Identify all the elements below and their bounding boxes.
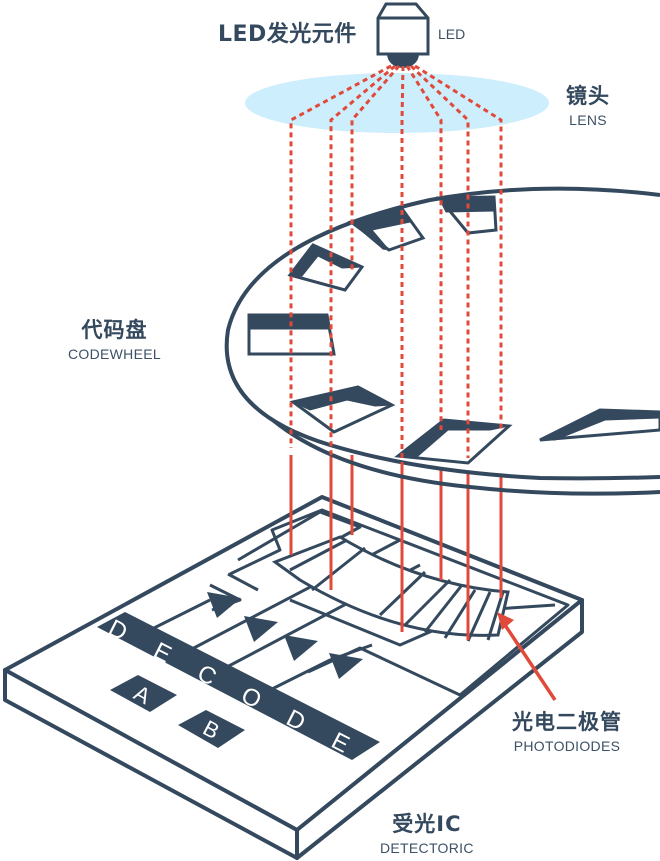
lens-label: 镜头 LENS bbox=[566, 84, 610, 128]
lens-label-zh: 镜头 bbox=[566, 84, 610, 108]
light-ray bbox=[350, 65, 401, 270]
light-ray bbox=[405, 65, 443, 430]
codewheel-label: 代码盘 CODEWHEEL bbox=[68, 318, 161, 362]
detector-ic-label: 受光IC DETECTORIC bbox=[380, 812, 474, 856]
light-rays-emitted bbox=[289, 64, 503, 495]
decoder-input-arrow bbox=[207, 592, 241, 618]
lens bbox=[245, 73, 549, 133]
photodiodes-label-zh: 光电二极管 bbox=[512, 710, 622, 734]
photodiode-segment bbox=[423, 584, 464, 633]
photodiodes-label-en: PHOTODIODES bbox=[513, 738, 621, 754]
circuit-trace bbox=[227, 572, 259, 592]
detector-ic-label-en: DETECTORIC bbox=[380, 840, 474, 856]
decoder-arrows bbox=[207, 592, 363, 679]
output-pads: A B bbox=[110, 675, 245, 748]
output-pad-a bbox=[110, 675, 177, 712]
codewheel-window bbox=[347, 208, 426, 252]
photodiodes-label: 光电二极管 PHOTODIODES bbox=[512, 710, 622, 754]
light-ray bbox=[400, 65, 405, 470]
photodiode-segment bbox=[443, 589, 477, 639]
led-subtitle: LED bbox=[438, 26, 466, 42]
output-pad-b bbox=[178, 710, 245, 748]
photodiode-segment bbox=[289, 538, 348, 572]
decoder-input-arrow bbox=[284, 635, 318, 661]
detector-ic-label-zh: 受光IC bbox=[392, 812, 462, 836]
light-ray bbox=[329, 64, 396, 495]
photodiode-segment bbox=[486, 591, 505, 641]
photodiode-segment bbox=[466, 591, 492, 642]
led-body bbox=[376, 2, 430, 56]
codewheel-window bbox=[539, 408, 660, 442]
ic-top-face bbox=[3, 495, 584, 832]
photodiode-pointer bbox=[497, 612, 557, 701]
circuit-trace bbox=[149, 598, 211, 632]
light-ray bbox=[414, 64, 503, 430]
photodiode-segment bbox=[403, 578, 452, 627]
detector-ic bbox=[3, 495, 584, 860]
codewheel-window bbox=[394, 418, 513, 465]
codewheel-label-en: CODEWHEEL bbox=[68, 346, 161, 362]
circuit-trace bbox=[269, 643, 373, 692]
decoder-input-arrow bbox=[329, 653, 363, 679]
codewheel bbox=[224, 186, 660, 496]
photodiode-array bbox=[271, 535, 510, 642]
photodiode-segment bbox=[311, 546, 366, 592]
lens-label-en: LENS bbox=[569, 112, 607, 128]
codewheel-window bbox=[287, 243, 365, 292]
ic-inner-border bbox=[229, 508, 570, 697]
led-component bbox=[376, 2, 430, 68]
light-ray bbox=[289, 64, 392, 448]
decoder-input-arrow bbox=[244, 616, 278, 642]
pointer-arrowhead bbox=[497, 612, 514, 630]
codewheel-label-zh: 代码盘 bbox=[81, 318, 148, 342]
pointer-line bbox=[503, 624, 557, 701]
photodiode-outline bbox=[271, 535, 510, 637]
led-dome bbox=[387, 54, 419, 68]
decode-bar-shape bbox=[97, 612, 380, 760]
ic-right-side bbox=[295, 598, 584, 860]
codewheel-window bbox=[289, 385, 396, 434]
led-title: LED发光元件 bbox=[218, 22, 357, 47]
